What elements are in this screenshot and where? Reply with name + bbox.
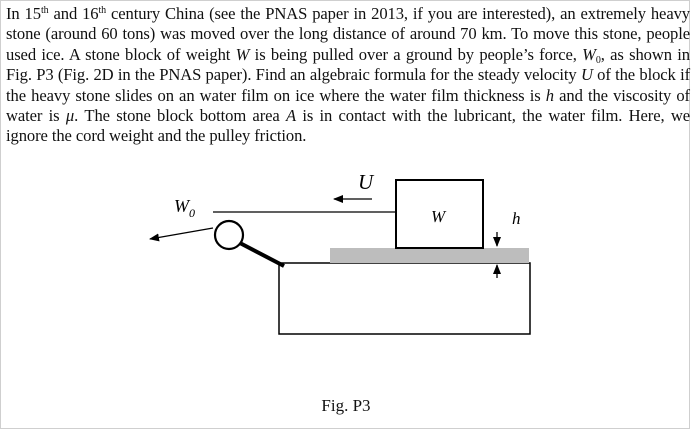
text-run: and 16 xyxy=(48,4,99,23)
variable-w: W xyxy=(235,44,250,64)
variable-mu: μ xyxy=(65,106,75,126)
water-film xyxy=(330,248,529,263)
figure-caption: Fig. P3 xyxy=(321,396,371,415)
text-run: century China (see the PNAS paper in 201… xyxy=(6,4,690,64)
ground-block xyxy=(278,262,531,335)
superscript-th: th xyxy=(40,5,49,16)
velocity-label: U xyxy=(358,170,375,194)
thickness-label: h xyxy=(512,209,521,228)
pulley-wheel xyxy=(213,219,245,251)
text-run: . The stone block bottom area xyxy=(74,106,286,126)
stone-block xyxy=(395,179,484,249)
stone-weight-label: W xyxy=(431,207,447,226)
text-run: , as shown in Fig. P3 (Fig. 2D in the PN… xyxy=(6,44,690,85)
variable-w0: W xyxy=(582,44,596,64)
variable-u: U xyxy=(580,65,593,85)
text-run: is being pulled over a ground by people’… xyxy=(249,44,583,64)
text-run: of the block if the heavy stone slides o… xyxy=(6,65,691,105)
figure-p3: W U W0 h xyxy=(149,170,531,335)
variable-h: h xyxy=(545,85,554,105)
pull-force-label: W0 xyxy=(174,196,195,220)
subscript-0: 0 xyxy=(595,54,601,66)
text-run: and the viscosity of water is xyxy=(6,85,690,126)
pulley-support xyxy=(237,240,285,268)
cord-pull-arrow xyxy=(149,227,214,242)
text-run: In 15 xyxy=(6,4,41,23)
text-run: is in contact with the lubricant, the wa… xyxy=(6,106,690,146)
superscript-th: th xyxy=(98,5,107,16)
variable-a: A xyxy=(285,106,297,126)
problem-statement: In 15th and 16th century China (see the … xyxy=(6,4,690,147)
